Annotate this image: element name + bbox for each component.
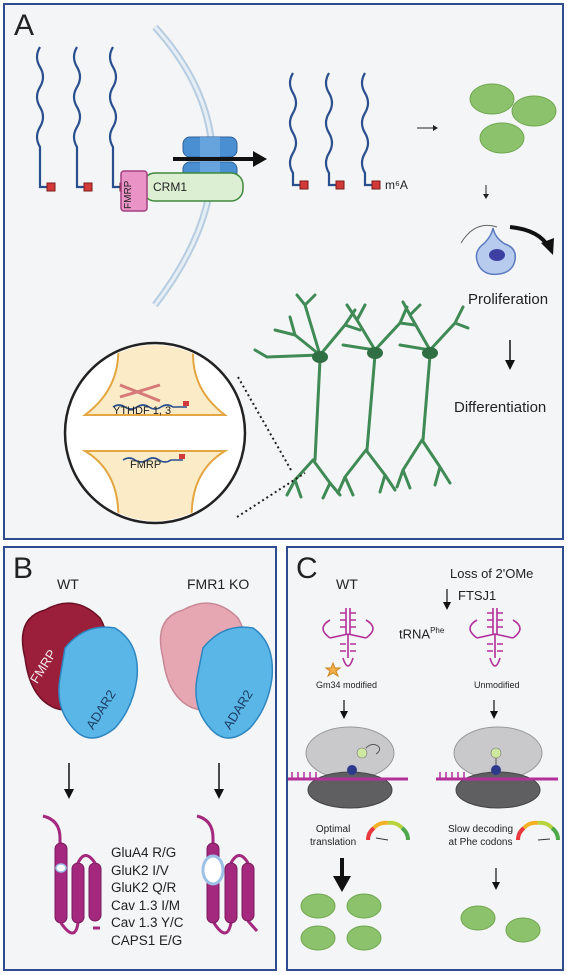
rna-strand-icon [35, 46, 121, 189]
panel-b-illustration [21, 602, 274, 935]
ftsj1-label: FTSJ1 [458, 588, 497, 603]
fmrp-shape [120, 170, 148, 212]
differentiation-label: Differentiation [454, 399, 547, 416]
trna-icon [322, 608, 374, 667]
gm34-star-icon [324, 661, 342, 678]
editing-site: GluK2 Q/R [111, 880, 177, 895]
adar2-wt-shape [58, 626, 139, 739]
wt-label: WT [57, 576, 79, 592]
fmrp-synapse-label: FMRP [130, 459, 162, 471]
edited-site-marker [201, 854, 225, 886]
wt-label: WT [336, 576, 358, 592]
rna-strand-icon [288, 72, 373, 187]
protein-cluster-icon [469, 83, 557, 154]
loss-label: Loss of 2'OMe [450, 566, 534, 581]
panel-a: A FMRP CRM1 m⁶A Proliferation Differenti… [3, 3, 564, 540]
neuron-icon [253, 293, 470, 500]
editing-site: CAPS1 E/G [111, 932, 183, 948]
gauge-icon [516, 820, 560, 841]
panel-b: B WT FMR1 KO FMRP ADAR2 ADAR2 GluA4 R/G … [3, 546, 277, 971]
panel-a-label: A [14, 9, 35, 42]
panel-a-illustration [35, 24, 557, 525]
editing-site: Cav 1.3 I/M [111, 897, 181, 913]
receptor-icon [196, 814, 259, 935]
panel-c-illustration [288, 589, 560, 951]
panel-b-label: B [13, 552, 34, 585]
fmr1-ko-label: FMR1 KO [187, 576, 250, 592]
adar2-ko-shape [195, 626, 274, 739]
editing-site: Cav 1.3 Y/C [111, 915, 184, 930]
stem-cell-icon [475, 227, 517, 276]
trna-label: tRNAPhe [399, 626, 445, 642]
proliferation-label: Proliferation [468, 291, 549, 308]
ribosome-icon [436, 726, 558, 809]
editing-site: GluA4 R/G [111, 845, 177, 860]
receptor-icon [42, 814, 100, 930]
fmrp-label: FMRP [123, 180, 134, 209]
gm34-label: Gm34 modified [316, 680, 378, 690]
ythdf-label: YTHDF 1, 3 [113, 405, 172, 417]
trna-icon [469, 608, 521, 667]
editing-site: GluK2 I/V [111, 862, 169, 878]
gauge-icon [366, 820, 410, 841]
panel-c: C WT Loss of 2'OMe FTSJ1 tRNAPhe Gm34 mo… [286, 546, 564, 971]
m6a-label: m⁶A [385, 178, 408, 192]
unmodified-label: Unmodified [474, 680, 520, 690]
ribosome-icon [288, 726, 408, 809]
panel-c-label: C [296, 552, 318, 585]
protein-cluster-icon [300, 893, 541, 951]
crm1-label: CRM1 [153, 180, 188, 194]
editing-site-list: GluA4 R/G GluK2 I/V GluK2 Q/R Cav 1.3 I/… [111, 844, 184, 949]
